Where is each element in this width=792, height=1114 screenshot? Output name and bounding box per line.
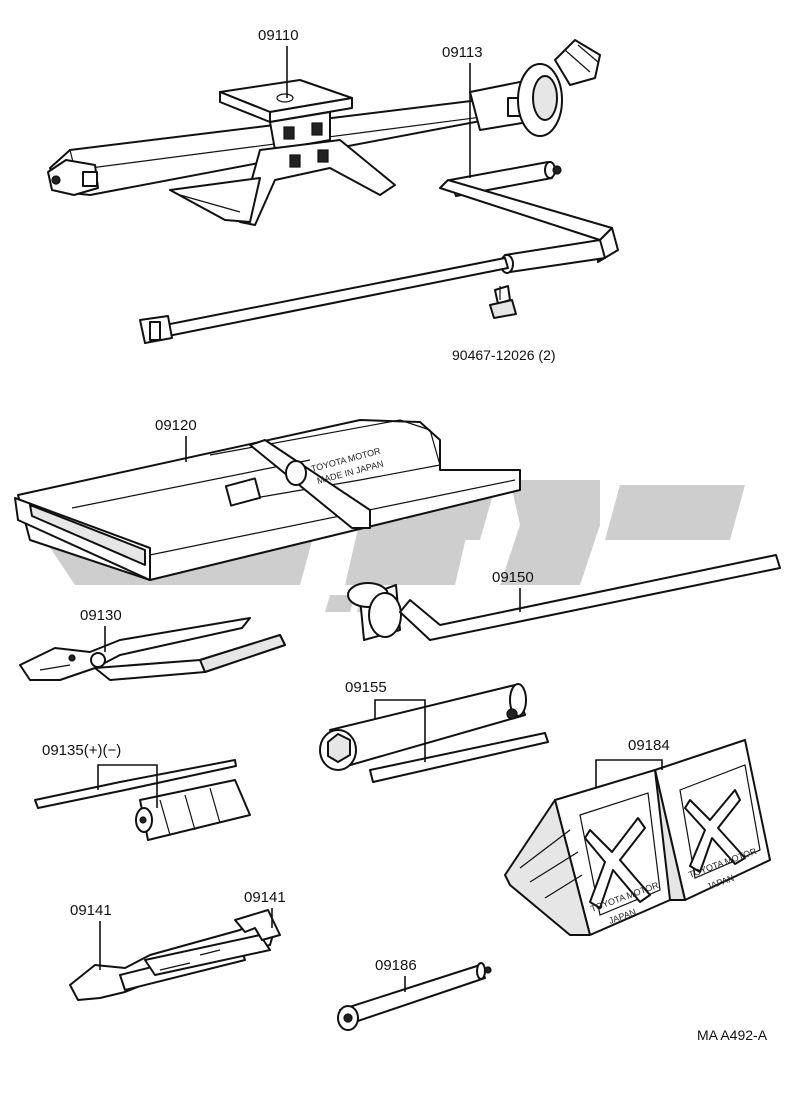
- label-pliers: 09130: [80, 607, 122, 652]
- open-end-wrenches: [69, 909, 281, 1001]
- label-tool-bag-text: 09120: [155, 417, 197, 434]
- wheel-chock-front: TOYOTA MOTOR JAPAN: [504, 769, 671, 936]
- scissor-jack: [47, 39, 601, 226]
- label-extension-text: 09186: [375, 957, 417, 974]
- label-wrench-bar-text: 09150: [492, 569, 534, 586]
- label-screwdriver: 09135(+)(−): [42, 742, 158, 808]
- jack-handle: [139, 161, 619, 344]
- label-wrench-left-text: 09141: [70, 902, 112, 919]
- label-plug-wrench: 09155: [345, 679, 426, 762]
- plug-wrench: [319, 683, 549, 783]
- pliers: [19, 617, 286, 681]
- label-clip: 90467-12026 (2): [452, 347, 556, 363]
- clip: [489, 285, 517, 319]
- label-wrench-bar: 09150: [492, 569, 534, 612]
- label-plug-wrench-text: 09155: [345, 679, 387, 696]
- extension-bar: [337, 962, 492, 1031]
- label-wrench-right: 09141: [244, 889, 286, 928]
- label-jack-handle-text: 09113: [442, 44, 483, 61]
- label-wrench-right-text: 09141: [244, 889, 286, 906]
- label-wheel-chock-text: 09184: [628, 737, 670, 754]
- figure-code: MA A492-A: [697, 1027, 768, 1043]
- label-pliers-text: 09130: [80, 607, 122, 624]
- tool-bag: TOYOTA MOTOR MADE IN JAPAN: [14, 419, 521, 581]
- wheel-nut-wrench: [347, 554, 781, 641]
- label-screwdriver-text: 09135(+)(−): [42, 742, 121, 759]
- label-extension: 09186: [375, 957, 417, 992]
- label-wrench-left: 09141: [70, 902, 112, 970]
- wheel-chock-rear: TOYOTA MOTOR JAPAN: [639, 739, 771, 901]
- label-jack-text: 09110: [258, 27, 299, 44]
- label-tool-bag: 09120: [155, 417, 197, 462]
- label-wheel-chock: 09184: [595, 737, 670, 788]
- label-jack-handle: 09113: [442, 44, 483, 178]
- label-jack: 09110: [258, 27, 299, 98]
- screwdriver: [34, 759, 251, 841]
